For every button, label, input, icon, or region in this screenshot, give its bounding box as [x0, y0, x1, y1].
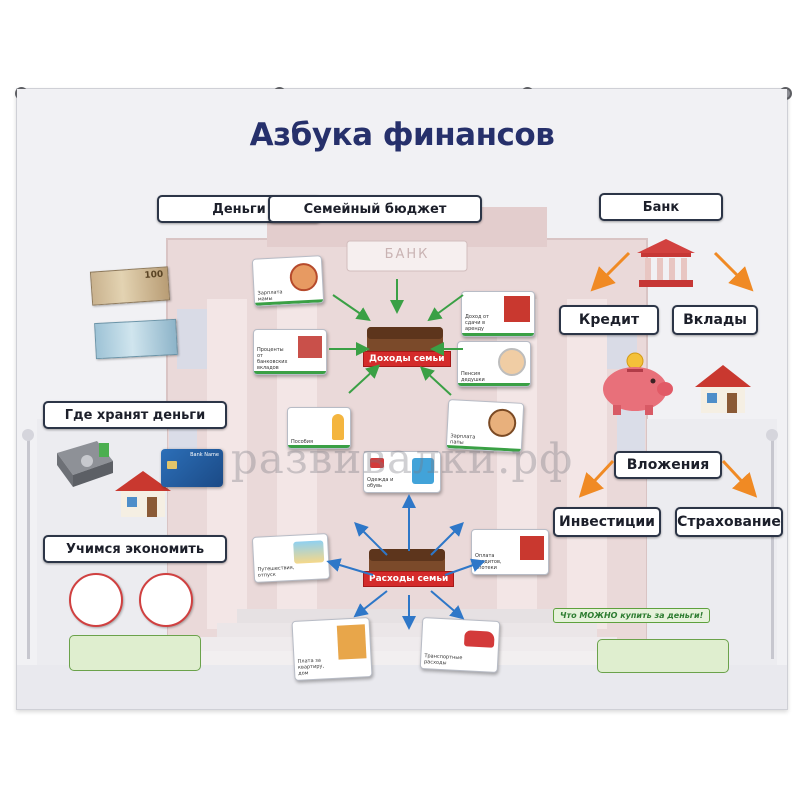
label-bank: Банк [599, 193, 723, 221]
house-mini-icon [520, 536, 544, 560]
banknote-100-a: 100 [89, 266, 171, 306]
expense-card-text: Транспортные расходы [423, 653, 463, 667]
label-investments: Инвестиции [553, 507, 661, 537]
card-chip [167, 461, 177, 469]
expense-card-travel: Путешествия, отпуск [251, 533, 331, 583]
card-bar [288, 445, 350, 448]
investment-arrows [578, 459, 758, 498]
child-figure [332, 414, 344, 440]
slogan-what-money-buys: Что МОЖНО купить за деньги! [553, 608, 711, 623]
expense-card-text: Одежда и обувь [367, 477, 394, 489]
green-bar-left [69, 635, 201, 671]
house-mini-icon [504, 296, 530, 322]
card-bar [458, 383, 530, 386]
income-tag: Доходы семьи [363, 351, 451, 367]
bank-building-icon [637, 239, 695, 287]
banknote-1000 [94, 318, 178, 360]
watermark: развивалки.рф [230, 434, 574, 483]
piggy-bank-icon [603, 352, 673, 415]
income-card-text: Пособия [291, 439, 313, 445]
income-card-text: Пенсия дедушки [461, 371, 485, 383]
boots-icon [370, 458, 384, 468]
poster-title: Азбука финансов [249, 117, 555, 153]
label-investments-header: Вложения [614, 451, 722, 479]
house-icon [695, 365, 751, 413]
income-card-benefits: Пособия [287, 407, 351, 449]
poster: Азбука финансов БАНК Деньги Семейный бюд… [15, 87, 792, 710]
expense-arrows [326, 494, 486, 630]
green-bar-right [597, 639, 729, 673]
income-card-deposit-interest: Проценты от банковских вкладов [253, 329, 327, 375]
expense-tag: Расходы семьи [363, 571, 455, 587]
safe-icon [57, 441, 113, 487]
card-bar [254, 371, 326, 374]
label-family-budget: Семейный бюджет [268, 195, 482, 223]
label-where-money-kept: Где хранят деньги [43, 401, 227, 429]
save-picture-2 [139, 573, 193, 627]
bank-card: Bank Name [161, 449, 223, 487]
label-learn-to-save: Учимся экономить [43, 535, 227, 563]
house-icon-small [115, 471, 171, 517]
bank-arrows [590, 251, 754, 292]
expense-card-text: Оплата кредитов, ипотеки [475, 553, 502, 571]
avatar-grandpa [498, 348, 526, 376]
card-bar [462, 333, 534, 336]
label-credit: Кредит [559, 305, 659, 335]
expense-card-text: Путешествия, отпуск [257, 564, 295, 579]
income-card-text: Проценты от банковских вкладов [257, 347, 288, 371]
income-arrows [329, 279, 464, 396]
expense-card-clothes: Одежда и обувь [363, 451, 441, 493]
bank-mini-icon [298, 336, 322, 358]
label-insurance: Страхование [675, 507, 783, 537]
bank-card-text: Bank Name [190, 452, 219, 458]
bank-sign: БАНК [384, 247, 430, 262]
coat-icon [412, 458, 434, 484]
save-picture-1 [69, 573, 123, 627]
income-card-rent: Доход от сдачи в аренду дома, квартиры [461, 291, 535, 337]
beach-icon [293, 540, 325, 564]
banknote-value: 100 [144, 269, 164, 281]
car-icon [463, 630, 495, 648]
label-deposits: Вклады [672, 305, 758, 335]
expense-card-text: Плата за квартиру, дом [297, 657, 325, 677]
income-card-grandpa-pension: Пенсия дедушки [457, 341, 531, 387]
